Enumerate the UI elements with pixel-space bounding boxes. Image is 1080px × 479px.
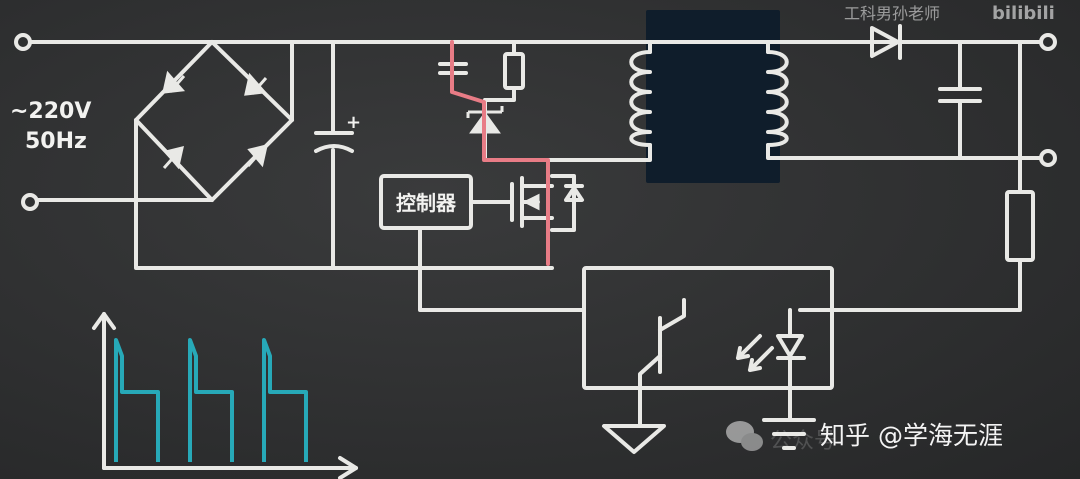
ac-frequency-label: 50Hz [25,129,87,154]
waveform-pulse-1 [114,338,160,462]
secondary-winding [766,50,789,147]
output-diode [870,26,900,58]
bridge-diode-1 [162,70,186,94]
bridge-diode-4 [246,143,268,168]
opto-transistor-emitter [638,354,662,412]
opto-led [776,334,804,358]
feedback-wire-bottom [798,258,1022,312]
watermark-bilibili: bilibili [992,3,1055,24]
wire-secondary-bottom [766,143,1042,160]
watermark-author: 工科男孙老师 [844,4,940,23]
feedback-resistor [1005,190,1035,262]
watermark-wechat-faded: 公众号 [770,429,836,454]
opto-transistor-collector [658,298,686,332]
output-terminal-bottom [1039,149,1057,167]
output-terminal-top [1039,33,1057,51]
bridge-rectifier [134,40,294,202]
transformer-core [646,10,780,183]
controller-label: 控制器 [396,191,457,215]
primary-winding [629,50,652,147]
snubber-join [483,86,516,102]
snubber-resistor [503,52,525,90]
bridge-diode-2 [244,72,268,96]
highlight-current-path [450,40,550,266]
bridge-diode-3 [162,145,184,170]
capacitor-plus-sign: + [346,112,361,133]
ac-input-terminal-top [14,33,32,51]
mosfet-arrow [522,193,540,211]
waveform-pulse-3 [262,338,308,462]
opto-light-arrow-2 [748,346,774,372]
waveform-x-arrow [338,456,358,479]
wire-primary-top [638,40,652,54]
opto-light-arrow-1 [736,334,762,360]
wire-controller-feedback [418,226,586,312]
wechat-icon [726,421,763,451]
ac-input-terminal-bottom [21,193,39,211]
bulk-capacitor-plate-bottom [314,144,354,153]
mosfet-body-diode-wire [550,174,576,232]
ground-primary-side [602,424,666,454]
mosfet-body-diode [564,184,584,202]
watermark-zhihu: 知乎 @学海无涯 [820,421,1003,450]
waveform-y-arrow [92,312,116,330]
wire-primary-bottom [550,143,652,162]
ac-voltage-label: ~220V [10,99,91,124]
waveform-pulse-2 [188,338,234,462]
wire-bridge-minus [134,118,554,270]
optocoupler-box [582,266,834,390]
